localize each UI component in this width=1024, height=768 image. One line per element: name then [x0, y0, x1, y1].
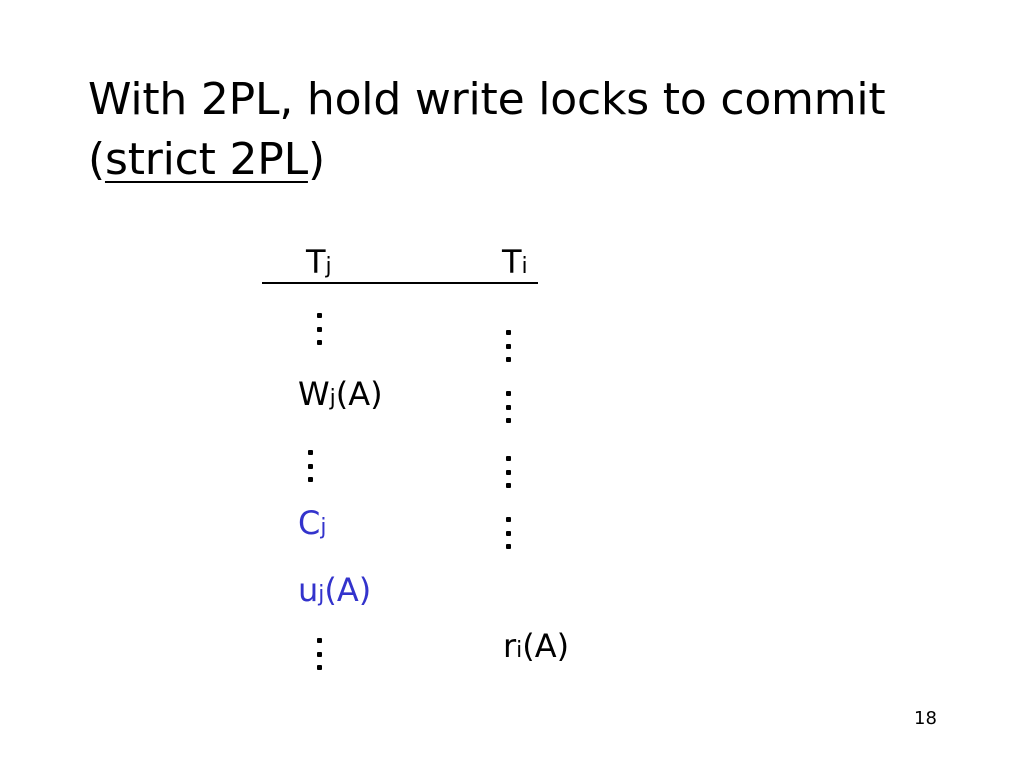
title-strict-2pl: strict 2PL	[104, 134, 308, 185]
read-operation: ri(A)	[503, 626, 569, 671]
ellipsis-tj-2	[307, 450, 313, 482]
page-number: 18	[914, 708, 937, 729]
unlock-operation: uj(A)	[298, 570, 371, 615]
header-tj-base: T	[306, 243, 326, 281]
read-op-arg: (A)	[522, 627, 570, 665]
write-op-sub: j	[329, 386, 336, 411]
column-header-ti: Ti	[502, 242, 528, 287]
ellipsis-ti-4	[505, 517, 511, 549]
commit-operation: Cj	[298, 503, 326, 548]
write-op-arg: (A)	[335, 375, 383, 413]
ellipsis-tj-3	[316, 638, 322, 670]
title-line-1: With 2PL, hold write locks to commit	[88, 74, 886, 125]
commit-op-sub: j	[320, 515, 327, 540]
header-ti-base: T	[502, 243, 522, 281]
header-ti-sub: i	[521, 254, 528, 279]
read-op-sub: i	[516, 638, 523, 663]
write-op-base: W	[298, 375, 330, 413]
ellipsis-ti-3	[505, 456, 511, 488]
title-open-paren: (	[88, 134, 105, 185]
unlock-op-sub: j	[318, 582, 325, 607]
ellipsis-ti-2	[505, 391, 511, 423]
commit-op-base: C	[298, 504, 321, 542]
read-op-base: r	[503, 627, 517, 665]
header-tj-sub: j	[325, 254, 332, 279]
slide-title: With 2PL, hold write locks to commit (st…	[88, 70, 886, 190]
unlock-op-base: u	[298, 571, 319, 609]
unlock-op-arg: (A)	[324, 571, 372, 609]
write-operation: Wj(A)	[298, 374, 383, 419]
ellipsis-tj-1	[316, 313, 322, 345]
header-underline	[262, 282, 538, 284]
column-header-tj: Tj	[306, 242, 332, 287]
ellipsis-ti-1	[505, 330, 511, 362]
title-close-paren: )	[307, 134, 325, 185]
